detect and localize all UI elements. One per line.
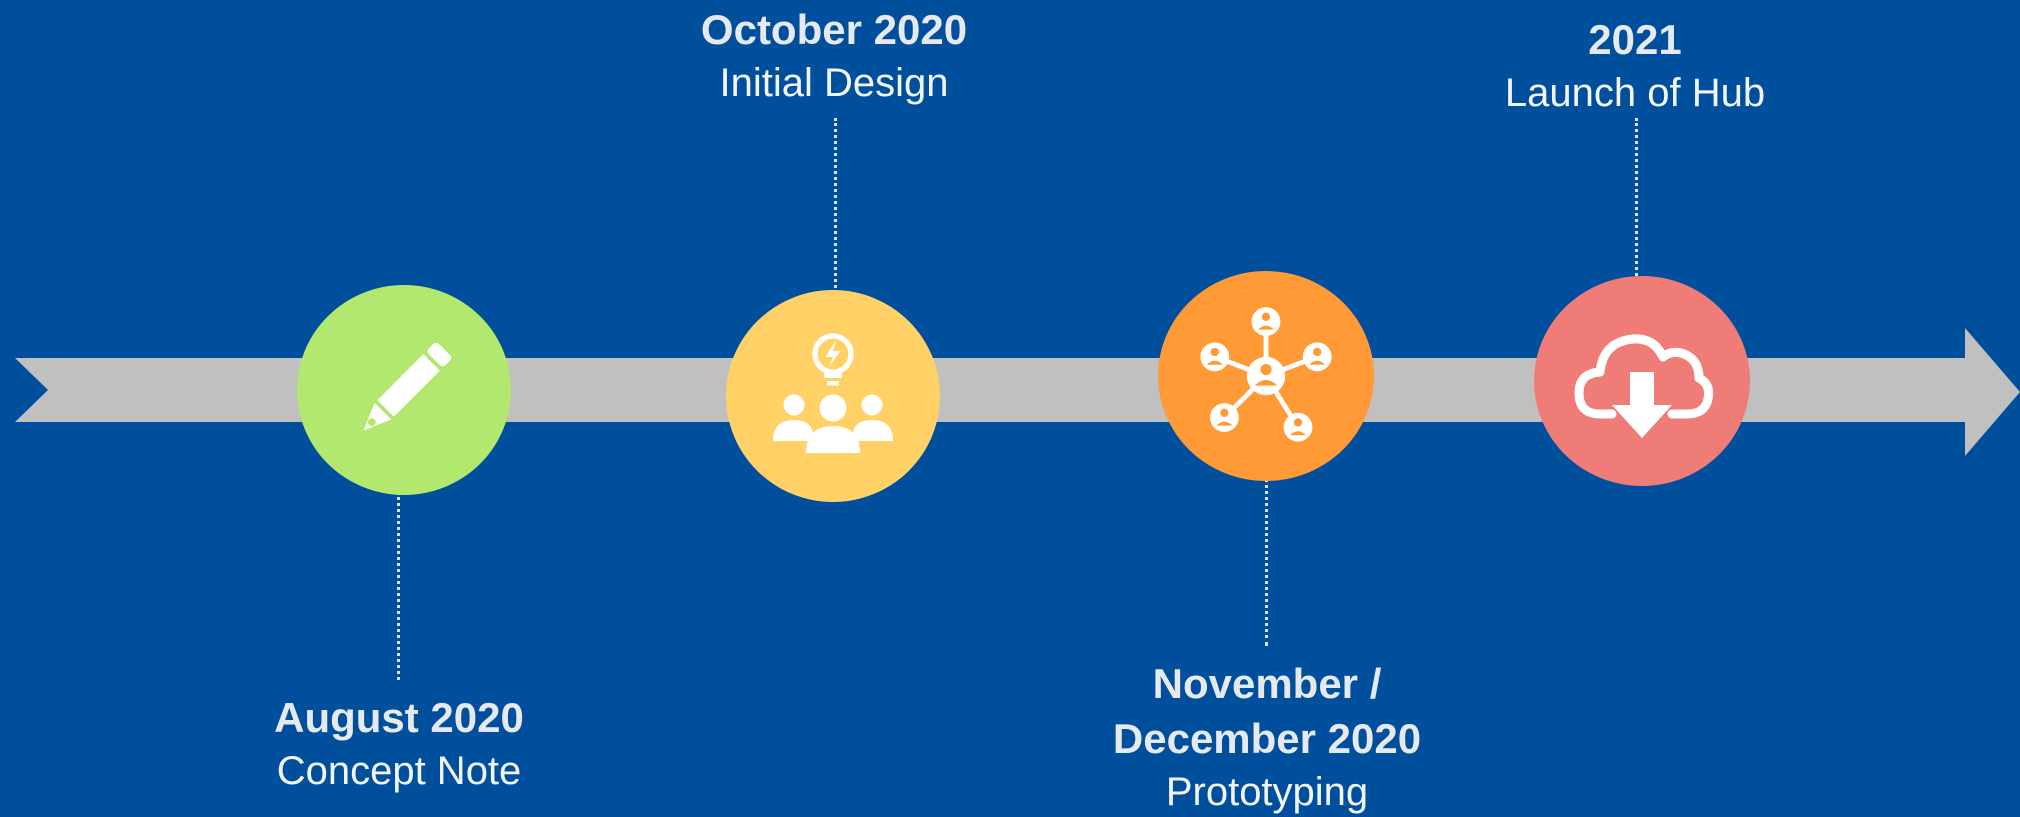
timeline-arrow-shape: [15, 328, 2020, 456]
